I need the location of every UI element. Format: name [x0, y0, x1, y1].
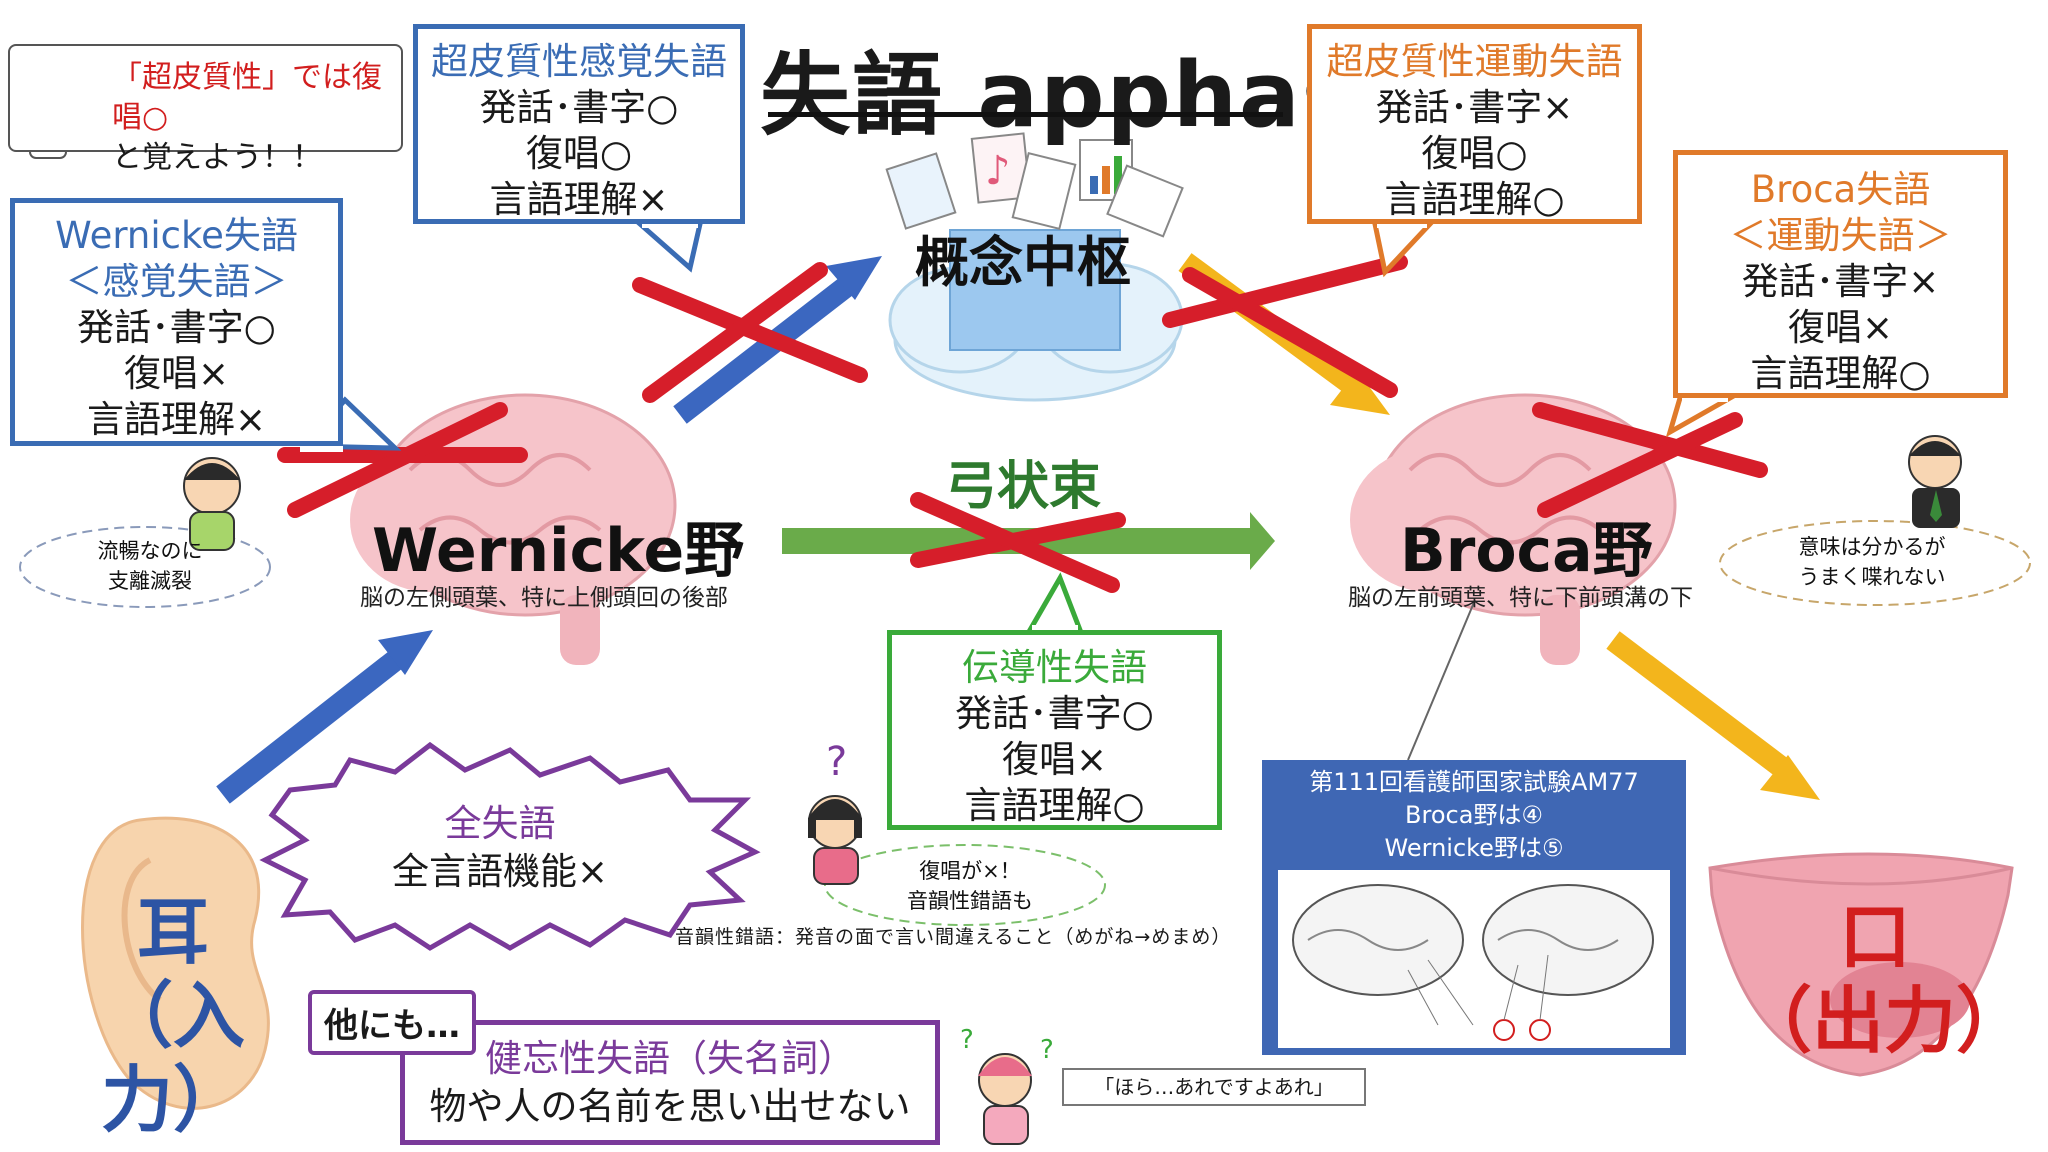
- box-line-speech: 発話･書字×: [1375, 86, 1574, 129]
- box-title: 伝導性失語: [962, 646, 1147, 689]
- wernicke-aphasia-box: Wernicke失語 ＜感覚失語＞ 発話･書字○ 復唱× 言語理解×: [10, 198, 343, 446]
- cross-broca: [1532, 402, 1768, 518]
- global-aphasia-desc: 全言語機能×: [391, 850, 608, 893]
- speech-bubble-anomic: 「ほら…あれですよあれ」: [1062, 1068, 1366, 1106]
- transcortical-motor-box: 超皮質性運動失語 発話･書字× 復唱○ 言語理解○: [1307, 24, 1642, 224]
- cross-wernicke: [277, 402, 528, 518]
- box-subtitle: ＜運動失語＞: [1729, 214, 1952, 257]
- bubble-line: 意味は分かるが: [1798, 535, 1946, 559]
- phonemic-paraphasia-definition: 音韻性錯語：発音の面で言い間違えること（めがね→めまめ）: [675, 926, 1232, 948]
- mouth-label-line1: 口: [1838, 895, 1911, 979]
- box-line-speech: 発話･書字○: [479, 86, 679, 129]
- broca-thought-bubble: [1719, 520, 2031, 606]
- confused-boy-icon: [183, 457, 241, 551]
- svg-text:?: ?: [1040, 1035, 1054, 1065]
- svg-text:?: ?: [826, 739, 847, 785]
- bubble-line: うまく喋れない: [1798, 565, 1946, 589]
- arcuate-fasciculus-label: 弓状束: [945, 457, 1102, 517]
- bubble-line: 流暢なのに: [97, 539, 203, 563]
- box-line-comprehension: 言語理解×: [489, 178, 669, 221]
- box-line-repetition: 復唱○: [525, 132, 633, 175]
- box-subtitle: ＜感覚失語＞: [65, 260, 288, 303]
- mouth-output-label: 口 （出力）: [1740, 895, 2029, 1063]
- thinking-woman-icon: ? ?: [960, 1025, 1054, 1145]
- arrow-wernicke-to-concept: [673, 256, 882, 424]
- wernicke-area-location: 脳の左側頭葉、特に上側頭回の後部: [360, 585, 728, 611]
- bubble-line: 音韻性錯語も: [907, 889, 1033, 913]
- global-aphasia-label: 全失語 全言語機能×: [290, 800, 710, 896]
- box-title: Broca失語: [1750, 168, 1931, 211]
- broca-aphasia-box: Broca失語 ＜運動失語＞ 発話･書字× 復唱× 言語理解○: [1673, 150, 2008, 398]
- transcortical-sensory-box: 超皮質性感覚失語 発話･書字○ 復唱○ 言語理解×: [413, 24, 745, 224]
- box-line-comprehension: 言語理解○: [1750, 352, 1931, 395]
- box-line-comprehension: 言語理解○: [964, 784, 1145, 827]
- box-line-repetition: 復唱×: [123, 352, 229, 395]
- svg-text:?: ?: [960, 1025, 974, 1055]
- ear-label-line2: （入力）: [100, 974, 245, 1142]
- box-line-speech: 発話･書字×: [1741, 260, 1940, 303]
- cloud-icon: [888, 229, 1184, 402]
- broca-area-location: 脳の左前頭葉、特に下前頭溝の下: [1348, 585, 1693, 611]
- broca-area-label: Broca野: [1400, 516, 1653, 586]
- others-tag: 他にも…: [308, 990, 476, 1055]
- box-line-speech: 発話･書字○: [77, 306, 276, 349]
- global-aphasia-title: 全失語: [444, 802, 556, 845]
- conduction-bubble-text: 復唱が×！ 音韻性錯語も: [870, 856, 1070, 916]
- box-title: 超皮質性感覚失語: [431, 40, 727, 83]
- exam-reference-panel: 第111回看護師国家試験AM77 Broca野は④ Wernicke野は⑤: [1262, 760, 1686, 1055]
- wernicke-brain-illustration: [350, 393, 677, 665]
- box-line-repetition: 復唱×: [1787, 306, 1893, 349]
- cross-transcortical-motor: [1162, 254, 1408, 398]
- global-aphasia-burst: [259, 741, 761, 951]
- box-title: 健忘性失語（失名詞）: [485, 1037, 855, 1080]
- box-title: Wernicke失語: [55, 214, 298, 257]
- exam-line-1: 第111回看護師国家試験AM77: [1309, 768, 1639, 796]
- arrow-ear-to-wernicke: [216, 630, 433, 804]
- bubble-line: 支離滅裂: [108, 569, 192, 593]
- box-line-repetition: 復唱×: [1001, 738, 1107, 781]
- businessman-icon: [1908, 435, 1962, 528]
- broca-brain-illustration: [1350, 393, 1677, 665]
- ear-input-label: 耳 （入力）: [68, 890, 278, 1142]
- box-line-comprehension: 言語理解○: [1384, 178, 1565, 221]
- exam-line-3: Wernicke野は⑤: [1384, 834, 1564, 862]
- svg-text:♪: ♪: [985, 148, 1011, 194]
- wernicke-area-label: Wernicke野: [372, 516, 745, 586]
- mouth-label-line2: （出力）: [1740, 979, 2029, 1063]
- document-icons: ♪: [885, 132, 1184, 238]
- box-title: 超皮質性運動失語: [1326, 40, 1623, 83]
- cross-transcortical-sensory: [632, 262, 868, 403]
- conduction-aphasia-box: 伝導性失語 発話･書字○ 復唱× 言語理解○: [887, 630, 1222, 830]
- wernicke-bubble-text: 流暢なのに 支離滅裂: [50, 536, 250, 596]
- brain-diagram-icon: [1292, 884, 1654, 1041]
- ear-illustration: [81, 816, 270, 1110]
- mouth-illustration: [1708, 852, 2014, 1077]
- broca-bubble-text: 意味は分かるが うまく喋れない: [1742, 532, 2002, 592]
- concept-center-label: 概念中枢: [915, 231, 1131, 294]
- mnemonic-note: 「超皮質性」では復唱○ と覚えよう！！: [8, 44, 403, 175]
- exam-header: 第111回看護師国家試験AM77 Broca野は④ Wernicke野は⑤: [1262, 766, 1686, 865]
- box-desc: 物や人の名前を思い出せない: [429, 1085, 911, 1128]
- exam-line-2: Broca野は④: [1405, 801, 1543, 829]
- arrow-broca-to-mouth: [1606, 631, 1820, 800]
- box-line-speech: 発話･書字○: [955, 692, 1154, 735]
- exam-brain-figure: [1278, 870, 1670, 1048]
- ear-label-line1: 耳: [136, 890, 209, 974]
- cross-conduction: [910, 492, 1126, 593]
- box-line-comprehension: 言語理解×: [86, 398, 266, 441]
- bubble-line: 復唱が×！: [919, 859, 1021, 883]
- note-line-1: 「超皮質性」では復唱○: [112, 60, 382, 135]
- anomic-aphasia-box: 健忘性失語（失名詞） 物や人の名前を思い出せない: [400, 1020, 940, 1145]
- title-underline: [768, 112, 1283, 117]
- note-line-2: と覚えよう！！: [112, 140, 322, 175]
- box-line-repetition: 復唱○: [1421, 132, 1528, 175]
- puzzled-woman-icon: ?: [808, 739, 862, 885]
